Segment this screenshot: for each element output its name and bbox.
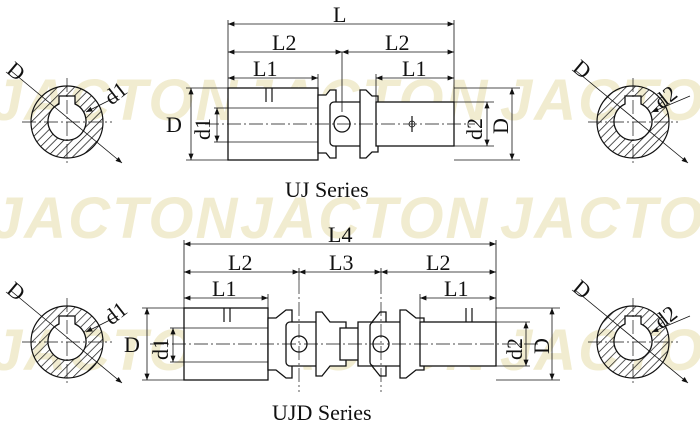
ujd-series-drawing: D d1 D d2 — [2, 222, 691, 425]
uj-L2-left-label: L2 — [272, 30, 296, 55]
uj-L2-right-label: L2 — [385, 30, 409, 55]
svg-text:JACTON: JACTON — [500, 186, 700, 251]
ujd-joint-side-view — [150, 280, 540, 392]
ujd-series-caption: UJD Series — [272, 400, 372, 425]
ujd-D-right-label: D — [529, 338, 554, 354]
ujd-d2-label: d2 — [502, 338, 527, 360]
uj-L1-right-label: L1 — [402, 56, 426, 81]
uj-D-left-label: D — [166, 112, 182, 137]
uj-L-label: L — [333, 2, 346, 27]
svg-text:JACTON: JACTON — [0, 186, 239, 251]
ujd-L1-right-label: L1 — [444, 276, 468, 301]
ujd-L4-label: L4 — [328, 222, 352, 247]
uj-d2-label: d2 — [462, 118, 487, 140]
ujd-right-section-D-label: D — [568, 274, 596, 303]
ujd-D-left-label: D — [124, 332, 140, 357]
ujd-L2-right-label: L2 — [426, 250, 450, 275]
ujd-L2-left-label: L2 — [228, 250, 252, 275]
svg-text:JACTON: JACTON — [240, 186, 489, 251]
uj-L1-left-label: L1 — [253, 56, 277, 81]
uj-series-caption: UJ Series — [285, 177, 369, 202]
uj-joint-side-view — [205, 87, 475, 161]
uj-dimensions: L L2 L2 L1 L1 D d1 d2 — [166, 2, 520, 161]
uj-d1-label: d1 — [190, 118, 215, 140]
uj-D-right-label: D — [488, 118, 513, 134]
ujd-dimensions: L4 L2 L3 L2 L1 L1 D d1 — [124, 222, 560, 381]
ujd-d1-label: d1 — [148, 338, 173, 360]
ujd-left-section-D-label: D — [2, 276, 30, 305]
ujd-L1-left-label: L1 — [212, 276, 236, 301]
ujd-L3-label: L3 — [329, 250, 353, 275]
